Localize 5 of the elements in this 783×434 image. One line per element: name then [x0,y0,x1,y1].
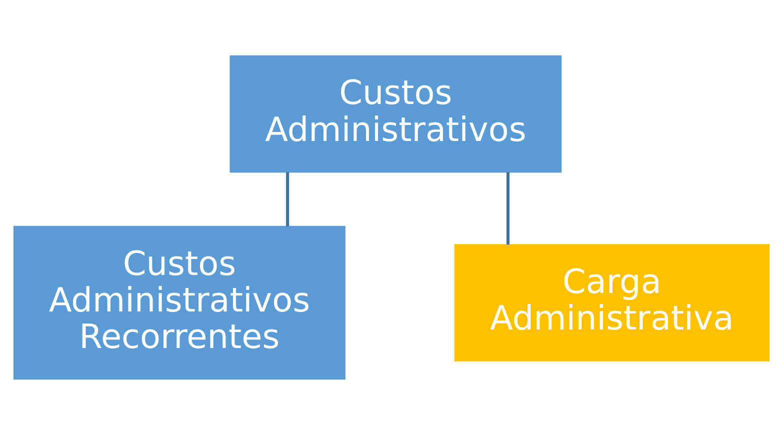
node-box: Custos Administrativos [230,54,562,172]
node-box: Custos Administrativos Recorrentes [13,225,346,380]
connector [506,172,510,244]
connector [286,172,290,226]
node-box: Carga Administrativa [454,244,770,361]
